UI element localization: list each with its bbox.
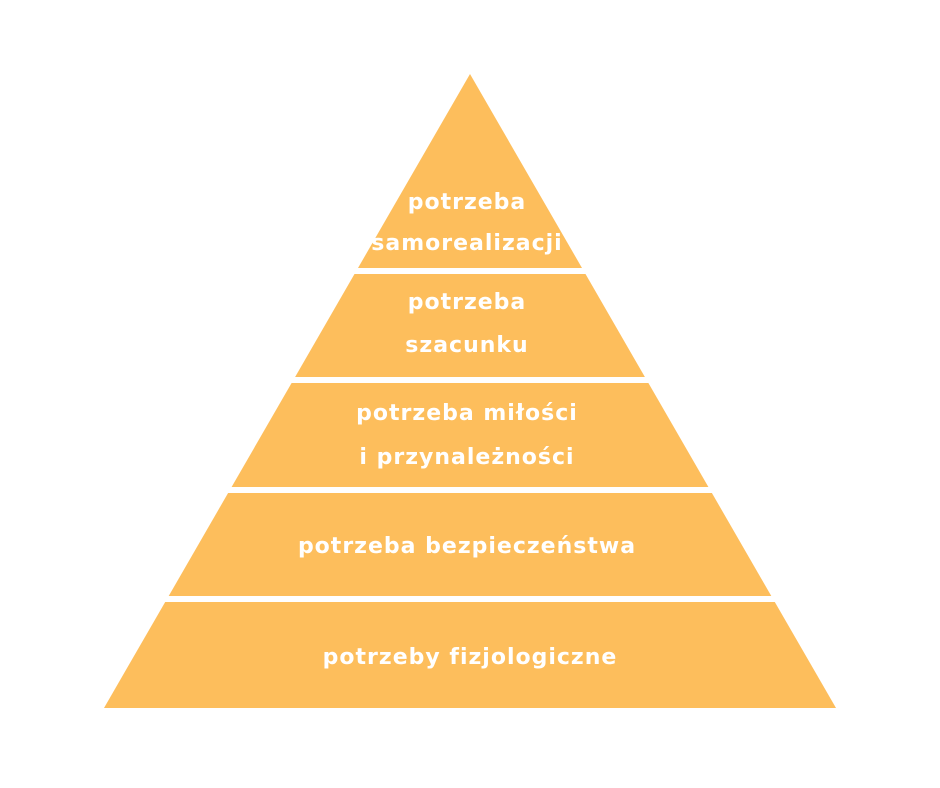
tier-0-line-0: potrzeba xyxy=(408,190,527,215)
tier-4-line-0: potrzeby fizjologiczne xyxy=(323,645,618,670)
tier-bezpieczenstwa xyxy=(168,493,772,596)
tier-1-line-1: szacunku xyxy=(405,333,528,358)
tier-szacunku xyxy=(295,274,645,377)
tier-2-line-0: potrzeba miłości xyxy=(356,401,578,426)
tier-samorealizacji xyxy=(358,74,582,268)
tier-1-line-0: potrzeba xyxy=(408,290,527,315)
tier-milosci xyxy=(231,383,709,487)
tier-2-line-1: i przynależności xyxy=(359,445,574,470)
tier-3-line-0: potrzeba bezpieczeństwa xyxy=(298,534,636,559)
tier-0-line-1: samorealizacji xyxy=(371,231,562,256)
tier-fizjologiczne xyxy=(104,602,836,708)
